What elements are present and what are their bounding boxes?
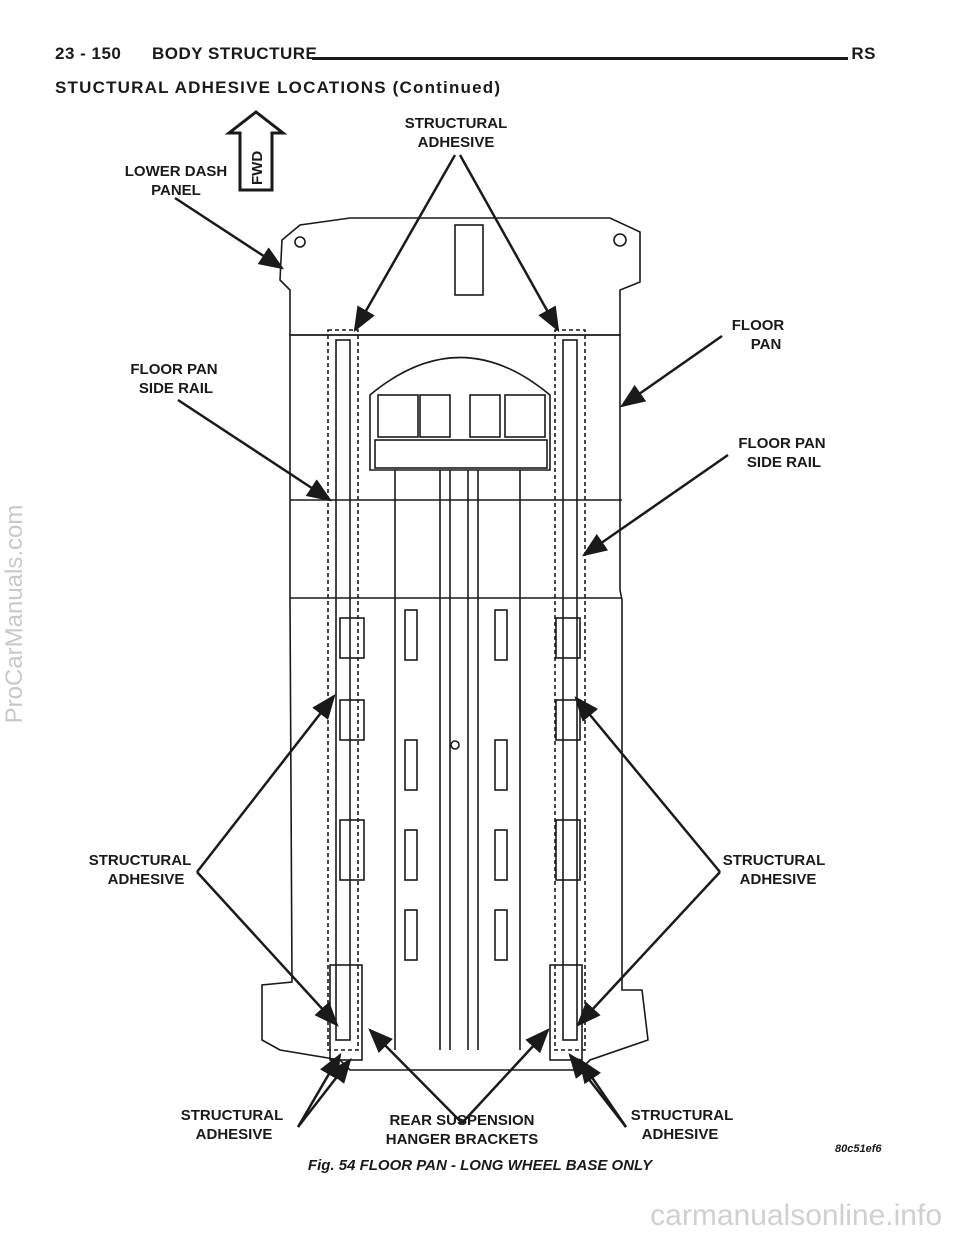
svg-text:PANEL: PANEL [151,182,201,199]
svg-text:FLOOR PAN: FLOOR PAN [738,435,825,452]
figure-code: 80c51ef6 [835,1143,882,1155]
header-rule [312,57,848,60]
label-floor-pan-side-rail-right: FLOOR PAN SIDE RAIL [738,435,825,471]
figure-caption: Fig. 54 FLOOR PAN - LONG WHEEL BASE ONLY [307,1157,653,1174]
label-floor-pan: FLOOR PAN [732,317,785,353]
label-structural-adhesive-mid-right: STRUCTURAL ADHESIVE [723,852,826,888]
svg-text:LOWER DASH: LOWER DASH [125,163,228,180]
svg-text:STRUCTURAL: STRUCTURAL [89,852,192,869]
page-number: 23 - 150 [55,44,122,63]
svg-text:ADHESIVE: ADHESIVE [196,1126,273,1143]
label-lower-dash-panel: LOWER DASH PANEL [125,163,228,199]
model-code: RS [851,44,876,63]
svg-text:ADHESIVE: ADHESIVE [108,871,185,888]
svg-text:ADHESIVE: ADHESIVE [642,1126,719,1143]
section-subtitle: STUCTURAL ADHESIVE LOCATIONS (Continued) [55,78,502,97]
label-structural-adhesive-bottom-left: STRUCTURAL ADHESIVE [181,1107,284,1143]
section-title: BODY STRUCTURE [152,44,318,63]
fwd-arrow-icon: FWD [224,110,288,192]
svg-text:SIDE RAIL: SIDE RAIL [747,454,821,471]
svg-text:ADHESIVE: ADHESIVE [740,871,817,888]
svg-text:STRUCTURAL: STRUCTURAL [181,1107,284,1124]
label-rear-suspension-hanger-brackets: REAR SUSPENSION HANGER BRACKETS [386,1112,539,1148]
svg-text:ADHESIVE: ADHESIVE [418,134,495,151]
label-structural-adhesive-bottom-right: STRUCTURAL ADHESIVE [631,1107,734,1143]
svg-text:FLOOR PAN: FLOOR PAN [130,361,217,378]
svg-text:HANGER BRACKETS: HANGER BRACKETS [386,1131,539,1148]
svg-text:STRUCTURAL: STRUCTURAL [723,852,826,869]
svg-text:STRUCTURAL: STRUCTURAL [631,1107,734,1124]
svg-text:REAR SUSPENSION: REAR SUSPENSION [389,1112,534,1129]
svg-text:FLOOR: FLOOR [732,317,785,334]
svg-text:SIDE RAIL: SIDE RAIL [139,380,213,397]
side-watermark: ProCarManuals.com [1,504,28,724]
svg-text:STRUCTURAL: STRUCTURAL [405,115,508,132]
svg-text:PAN: PAN [751,336,782,353]
leader-lines [174,154,729,1128]
fwd-label: FWD [249,151,266,185]
label-structural-adhesive-mid-left: STRUCTURAL ADHESIVE [89,852,192,888]
label-floor-pan-side-rail-left: FLOOR PAN SIDE RAIL [130,361,217,397]
bottom-watermark: carmanualsonline.info [650,1199,942,1232]
floor-pan-outline [261,217,649,1071]
label-structural-adhesive-top: STRUCTURAL ADHESIVE [405,115,508,151]
